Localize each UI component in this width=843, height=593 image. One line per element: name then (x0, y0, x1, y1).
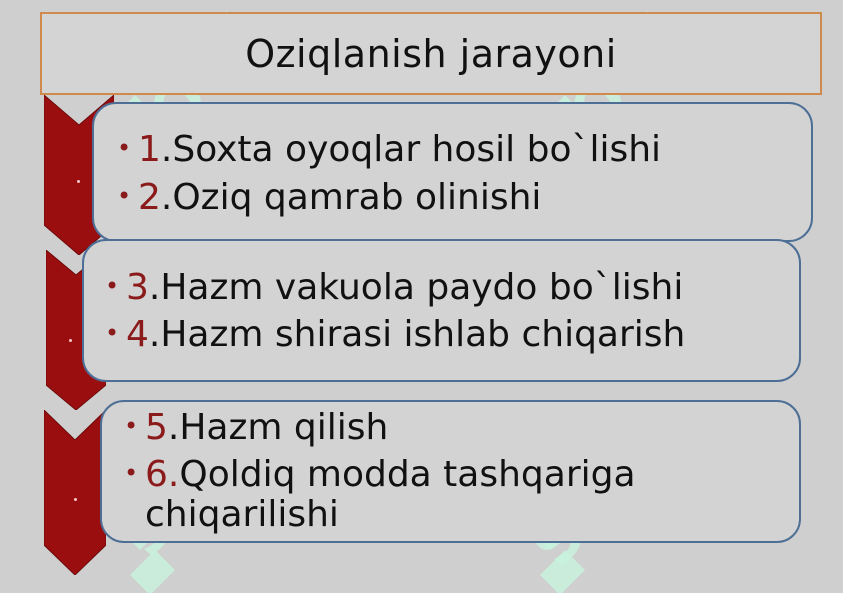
bullet-icon: • (105, 319, 120, 347)
title-box: Oziqlanish jarayoni (40, 12, 822, 95)
list-item: •3.Hazm vakuola paydo bo`lishi (105, 267, 684, 308)
chevron-3 (44, 410, 106, 575)
bullet-icon: • (124, 412, 139, 440)
list-item: •2.Oziq qamrab olinishi (117, 177, 542, 218)
list-item: •1.Soxta oyoqlar hosil bo`lishi (117, 129, 662, 170)
chevron-dot (77, 180, 80, 183)
chevron-dot (69, 339, 72, 342)
list-item: •5.Hazm qilish (124, 407, 389, 448)
list-item: •6.Qoldiq modda tashqariga chiqarilishi (124, 454, 636, 535)
page-title: Oziqlanish jarayoni (245, 31, 617, 76)
chevron-dot (74, 498, 77, 501)
bullet-icon: • (117, 182, 132, 210)
step-card-3 (100, 400, 801, 543)
bullet-icon: • (124, 459, 139, 487)
bullet-icon: • (105, 272, 120, 300)
list-item: •4.Hazm shirasi ishlab chiqarish (105, 314, 686, 355)
bullet-icon: • (117, 134, 132, 162)
step-card-1 (92, 102, 813, 242)
step-card-2 (82, 239, 801, 382)
